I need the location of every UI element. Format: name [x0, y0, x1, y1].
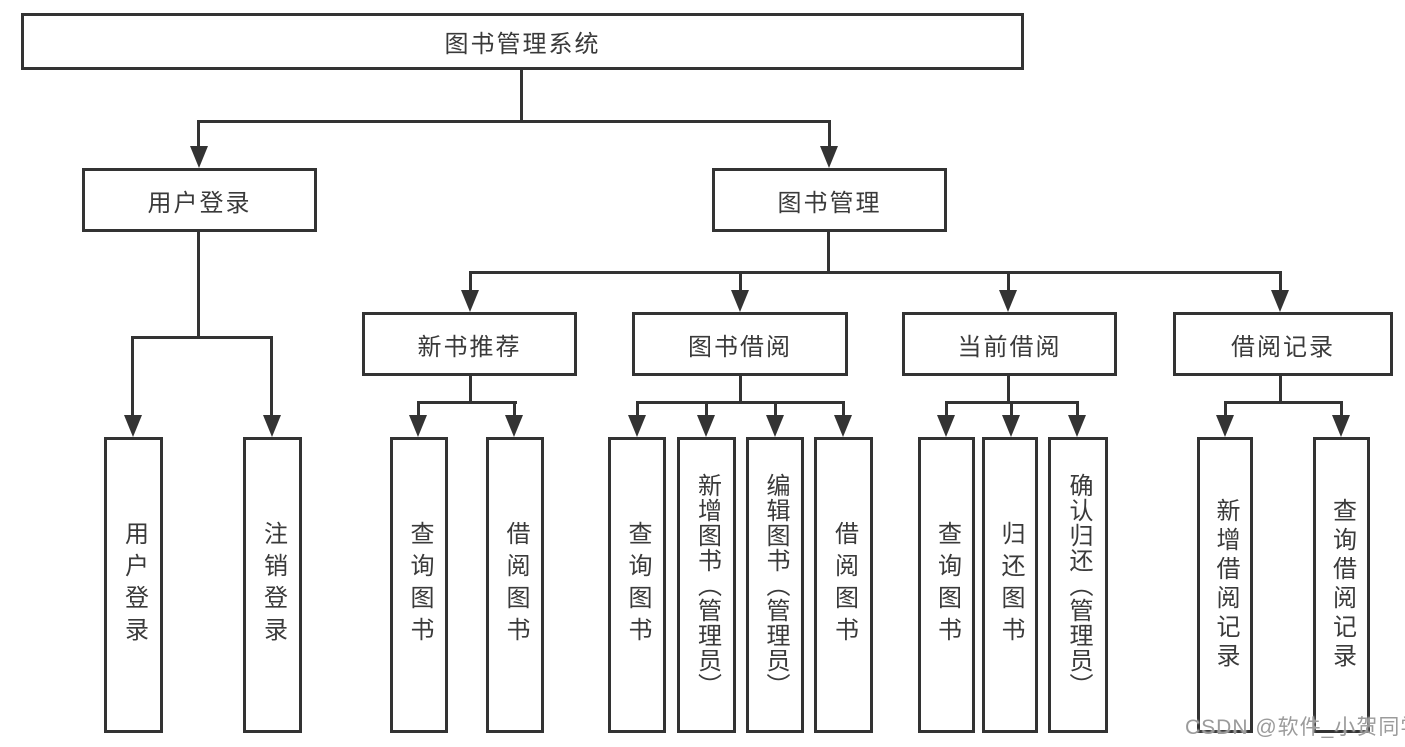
- connector-line: [1076, 401, 1079, 417]
- leaf-user-login: 用户登录: [104, 437, 163, 733]
- connector-line: [739, 271, 742, 293]
- connector-line: [1224, 401, 1343, 404]
- connector-line: [842, 401, 845, 417]
- connector-line: [520, 68, 523, 123]
- leaf-add-borrow-record: 新增借阅记录: [1197, 437, 1253, 733]
- arrow-down-icon: [461, 290, 479, 312]
- node-book-management: 图书管理: [712, 168, 947, 232]
- leaf-query-borrow-record: 查询借阅记录: [1313, 437, 1370, 733]
- arrow-down-icon: [820, 146, 838, 168]
- connector-line: [1340, 401, 1343, 417]
- arrow-down-icon: [124, 415, 142, 437]
- node-current-borrow: 当前借阅: [902, 312, 1117, 376]
- connector-line: [828, 120, 831, 150]
- connector-line: [1010, 401, 1013, 417]
- arrow-down-icon: [1002, 415, 1020, 437]
- connector-line: [827, 231, 830, 274]
- arrow-down-icon: [1271, 290, 1289, 312]
- arrow-down-icon: [1216, 415, 1234, 437]
- node-book-borrow: 图书借阅: [632, 312, 848, 376]
- connector-line: [469, 271, 472, 293]
- connector-line: [705, 401, 708, 417]
- connector-line: [636, 401, 639, 417]
- connector-line: [417, 401, 420, 417]
- arrow-down-icon: [409, 415, 427, 437]
- arrow-down-icon: [1068, 415, 1086, 437]
- connector-line: [198, 120, 831, 123]
- node-borrow-records: 借阅记录: [1173, 312, 1393, 376]
- leaf-query-books-current: 查询图书: [918, 437, 975, 733]
- connector-line: [1224, 401, 1227, 417]
- leaf-confirm-return-admin: 确认归还（管理员）: [1048, 437, 1108, 733]
- connector-line: [513, 401, 516, 417]
- connector-line: [1279, 271, 1282, 293]
- leaf-query-books-borrow: 查询图书: [608, 437, 666, 733]
- arrow-down-icon: [731, 290, 749, 312]
- connector-line: [469, 271, 1282, 274]
- arrow-down-icon: [697, 415, 715, 437]
- leaf-return-books: 归还图书: [982, 437, 1038, 733]
- connector-line: [1007, 271, 1010, 293]
- node-new-book-recommend: 新书推荐: [362, 312, 577, 376]
- arrow-down-icon: [628, 415, 646, 437]
- connector-line: [417, 401, 517, 404]
- connector-line: [197, 120, 200, 150]
- leaf-query-books-recommend: 查询图书: [390, 437, 448, 733]
- connector-line: [197, 231, 200, 339]
- connector-line: [131, 336, 134, 418]
- connector-line: [1279, 374, 1282, 404]
- arrow-down-icon: [834, 415, 852, 437]
- watermark: CSDN @软件_小贺同学: [1185, 716, 1405, 739]
- leaf-add-books-admin: 新增图书（管理员）: [677, 437, 736, 733]
- connector-line: [131, 336, 273, 339]
- connector-line: [1007, 374, 1010, 404]
- arrow-down-icon: [505, 415, 523, 437]
- connector-line: [469, 374, 472, 404]
- arrow-down-icon: [766, 415, 784, 437]
- leaf-borrow-books-borrow: 借阅图书: [814, 437, 873, 733]
- connector-line: [945, 401, 948, 417]
- node-library-system: 图书管理系统: [21, 13, 1024, 70]
- arrow-down-icon: [263, 415, 281, 437]
- leaf-borrow-books-recommend: 借阅图书: [486, 437, 544, 733]
- arrow-down-icon: [190, 146, 208, 168]
- connector-line: [774, 401, 777, 417]
- arrow-down-icon: [999, 290, 1017, 312]
- connector-line: [270, 336, 273, 418]
- node-user-login: 用户登录: [82, 168, 317, 232]
- arrow-down-icon: [937, 415, 955, 437]
- leaf-edit-books-admin: 编辑图书（管理员）: [746, 437, 804, 733]
- leaf-logout: 注销登录: [243, 437, 302, 733]
- connector-line: [739, 374, 742, 404]
- arrow-down-icon: [1332, 415, 1350, 437]
- connector-line: [636, 401, 845, 404]
